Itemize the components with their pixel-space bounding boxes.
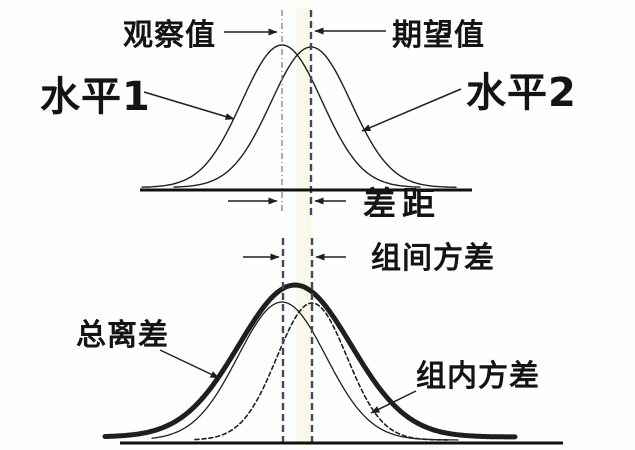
annotation-arrow — [370, 390, 417, 414]
annotation-arrow — [143, 91, 235, 120]
panel-bottom-variance — [102, 238, 563, 445]
gaussian-curve — [173, 46, 457, 188]
label-total-deviation: 总离差 — [76, 318, 169, 353]
panel-top-distributions — [140, 10, 472, 216]
gaussian-curve — [102, 282, 518, 440]
annotation-arrow — [159, 349, 220, 379]
label-gap: 差距 — [363, 184, 441, 223]
gaussian-curve — [141, 44, 421, 188]
label-level-2: 水平2 — [466, 70, 577, 116]
gaussian-curve — [151, 301, 459, 441]
gaussian-curve — [194, 302, 450, 441]
label-within-group-variance: 组内方差 — [416, 359, 540, 394]
annotation-arrow — [361, 88, 462, 132]
label-level-1: 水平1 — [40, 74, 151, 120]
label-expected-value: 期望值 — [392, 18, 485, 53]
highlight-band — [296, 8, 311, 445]
label-between-group-variance: 组间方差 — [371, 241, 495, 276]
label-observed-value: 观察值 — [123, 18, 216, 53]
